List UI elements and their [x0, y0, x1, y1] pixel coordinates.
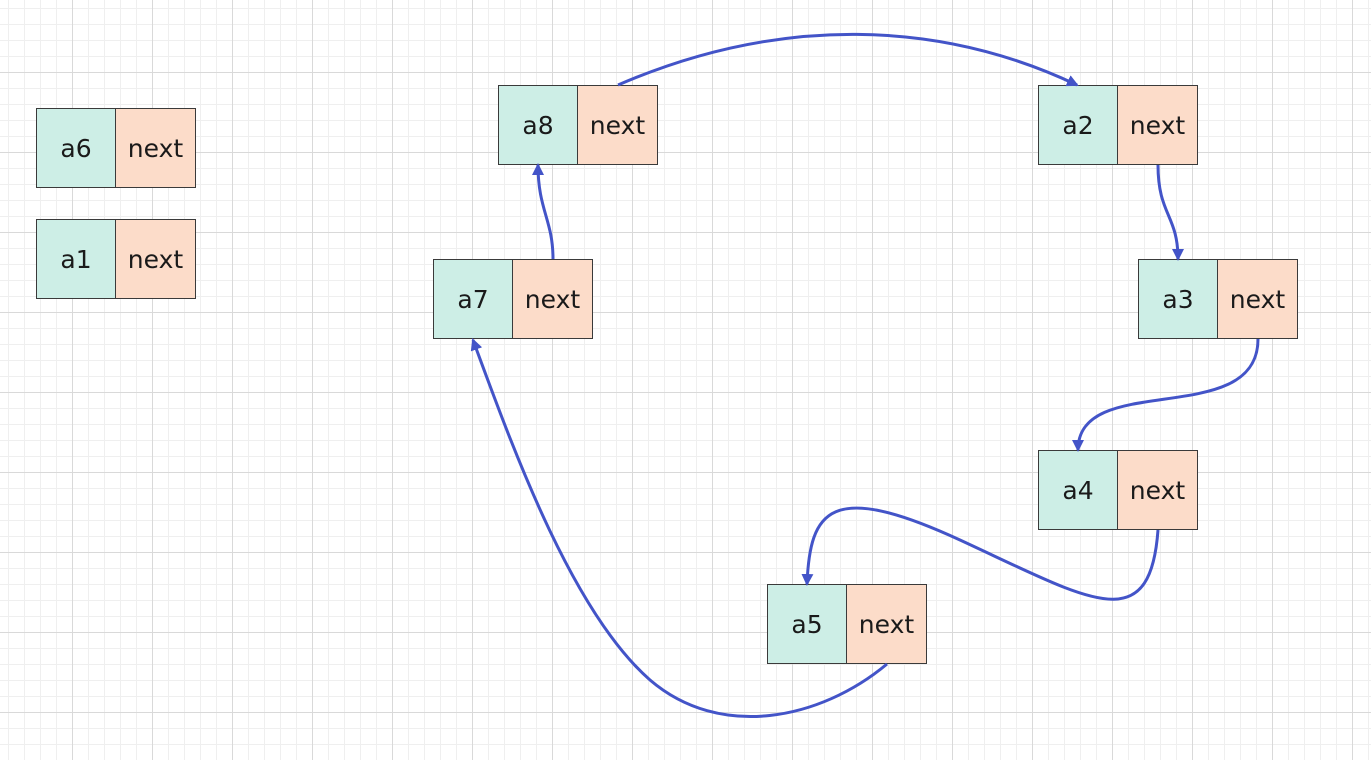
edge-a3-to-a4	[1072, 338, 1260, 452]
edge-a2-to-a3	[1156, 164, 1184, 261]
node-next-pointer: next	[847, 584, 927, 664]
node-next-pointer: next	[513, 259, 593, 339]
node-a5[interactable]: a5 next	[767, 584, 927, 664]
edge-a7-to-a8	[532, 163, 555, 260]
node-value: a4	[1038, 450, 1118, 530]
node-a3[interactable]: a3 next	[1138, 259, 1298, 339]
node-a2[interactable]: a2 next	[1038, 85, 1198, 165]
node-value: a6	[36, 108, 116, 188]
node-value: a3	[1138, 259, 1218, 339]
node-a8[interactable]: a8 next	[498, 85, 658, 165]
node-value: a5	[767, 584, 847, 664]
node-next-pointer: next	[578, 85, 658, 165]
node-next-pointer: next	[1218, 259, 1298, 339]
node-value: a2	[1038, 85, 1118, 165]
node-a4[interactable]: a4 next	[1038, 450, 1198, 530]
node-a6[interactable]: a6 next	[36, 108, 196, 188]
edge-a8-to-a2	[617, 32, 1079, 87]
node-value: a1	[36, 219, 116, 299]
node-next-pointer: next	[116, 108, 196, 188]
node-a7[interactable]: a7 next	[433, 259, 593, 339]
node-next-pointer: next	[1118, 450, 1198, 530]
node-value: a7	[433, 259, 513, 339]
node-next-pointer: next	[1118, 85, 1198, 165]
node-next-pointer: next	[116, 219, 196, 299]
node-a1[interactable]: a1 next	[36, 219, 196, 299]
node-value: a8	[498, 85, 578, 165]
